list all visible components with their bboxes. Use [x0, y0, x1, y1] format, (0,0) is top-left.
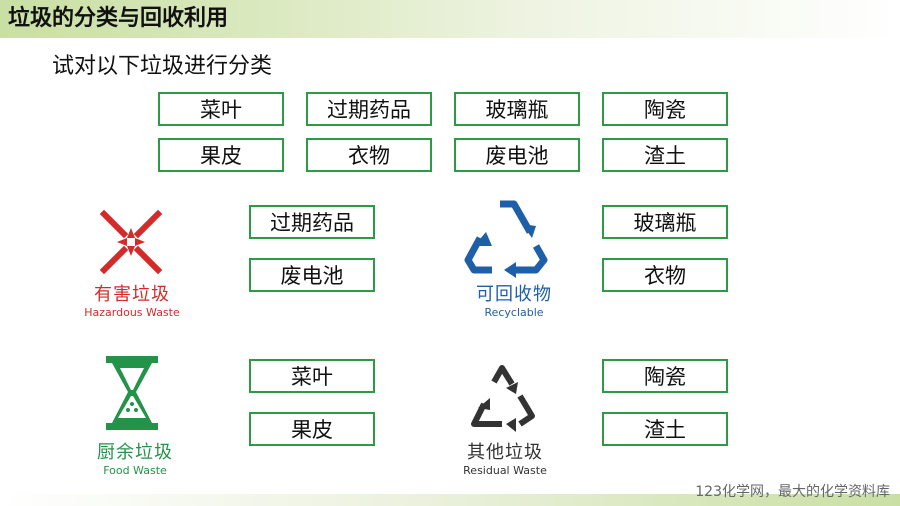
item-box[interactable]: 玻璃瓶: [454, 92, 580, 126]
hazardous-item[interactable]: 废电池: [249, 258, 375, 292]
food-item[interactable]: 菜叶: [249, 359, 375, 393]
recyclable-cn: 可回收物: [476, 284, 552, 305]
food-cn: 厨余垃圾: [97, 442, 173, 463]
hazardous-item[interactable]: 过期药品: [249, 205, 375, 239]
food-waste-icon: [106, 356, 158, 430]
recyclable-en: Recyclable: [484, 306, 544, 319]
item-box[interactable]: 陶瓷: [602, 92, 728, 126]
item-box[interactable]: 渣土: [602, 138, 728, 172]
residual-en: Residual Waste: [463, 464, 547, 477]
watermark-text: 123化学网，最大的化学资料库: [695, 484, 890, 500]
item-box[interactable]: 衣物: [306, 138, 432, 172]
hazardous-en: Hazardous Waste: [84, 306, 180, 319]
page-title: 垃圾的分类与回收利用: [8, 6, 229, 31]
item-box[interactable]: 废电池: [454, 138, 580, 172]
residual-label: 其他垃圾 Residual Waste: [425, 442, 585, 478]
header-bar: [0, 0, 900, 38]
item-box[interactable]: 菜叶: [158, 92, 284, 126]
item-box[interactable]: 果皮: [158, 138, 284, 172]
residual-item[interactable]: 陶瓷: [602, 359, 728, 393]
footer-bar: [0, 494, 900, 506]
food-item[interactable]: 果皮: [249, 412, 375, 446]
residual-item[interactable]: 渣土: [602, 412, 728, 446]
residual-cn: 其他垃圾: [467, 442, 543, 463]
recycle-icon: [464, 200, 548, 278]
recyclable-label: 可回收物 Recyclable: [434, 284, 594, 320]
food-label: 厨余垃圾 Food Waste: [55, 442, 215, 478]
recyclable-item[interactable]: 玻璃瓶: [602, 205, 728, 239]
item-box[interactable]: 过期药品: [306, 92, 432, 126]
hazardous-label: 有害垃圾 Hazardous Waste: [52, 284, 212, 320]
hazardous-cn: 有害垃圾: [94, 284, 170, 305]
food-en: Food Waste: [103, 464, 167, 477]
instruction-text: 试对以下垃圾进行分类: [52, 54, 273, 79]
hazardous-icon: [99, 209, 163, 275]
recyclable-item[interactable]: 衣物: [602, 258, 728, 292]
residual-waste-icon: [471, 365, 535, 432]
